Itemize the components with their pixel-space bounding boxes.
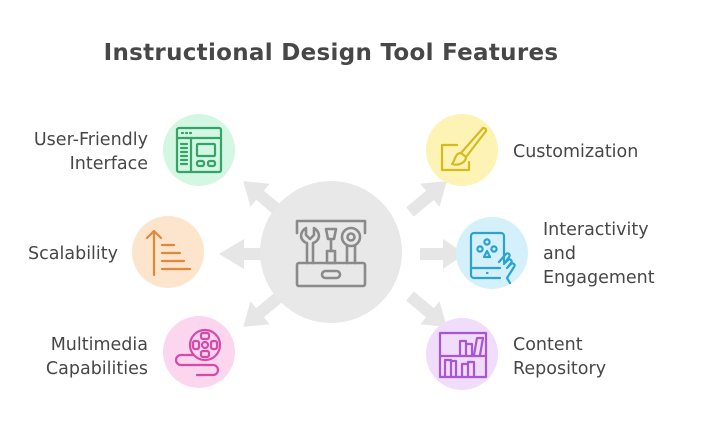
label-line: Multimedia [50, 335, 148, 355]
label-content-repository: Content Repository [513, 333, 606, 381]
label-line: Engagement [543, 268, 655, 288]
toolbox-icon [295, 219, 367, 288]
label-customization: Customization [513, 140, 638, 164]
label-line: Content [513, 335, 583, 355]
center-hub [260, 181, 402, 323]
label-interactivity-and-engagement: Interactivity and Engagement [543, 218, 655, 290]
arrow-up-right-icon [406, 181, 447, 217]
label-line: Repository [513, 359, 607, 379]
label-line: User-Friendly [33, 130, 148, 150]
tablet-touch-icon [469, 231, 516, 285]
feature-user-friendly-interface [163, 114, 235, 186]
arrows [219, 181, 465, 327]
arrow-down-right-icon [406, 291, 447, 327]
label-line: Interactivity [543, 220, 649, 240]
browser-window-icon [175, 126, 223, 174]
feature-customization [426, 114, 498, 186]
paintbrush-icon [440, 126, 488, 172]
arrow-down-left-icon [243, 291, 284, 327]
feature-content-repository [426, 318, 498, 390]
film-reel-icon [174, 328, 222, 377]
bookshelf-icon [438, 331, 488, 379]
scale-up-icon [145, 229, 192, 277]
feature-interactivity-and-engagement [456, 217, 528, 289]
label-multimedia-capabilities: Multimedia Capabilities [46, 333, 148, 381]
label-user-friendly-interface: User-Friendly Interface [34, 128, 148, 176]
label-line: Interface [69, 154, 148, 174]
label-line: and [543, 244, 576, 264]
label-line: Capabilities [45, 359, 148, 379]
label-line: Customization [513, 142, 639, 162]
feature-scalability [132, 216, 204, 288]
label-line: Scalability [28, 244, 118, 264]
arrow-right-icon [420, 239, 465, 269]
feature-multimedia-capabilities [163, 316, 235, 388]
label-scalability: Scalability [28, 242, 118, 266]
diagram-title: Instructional Design Tool Features [103, 40, 559, 66]
